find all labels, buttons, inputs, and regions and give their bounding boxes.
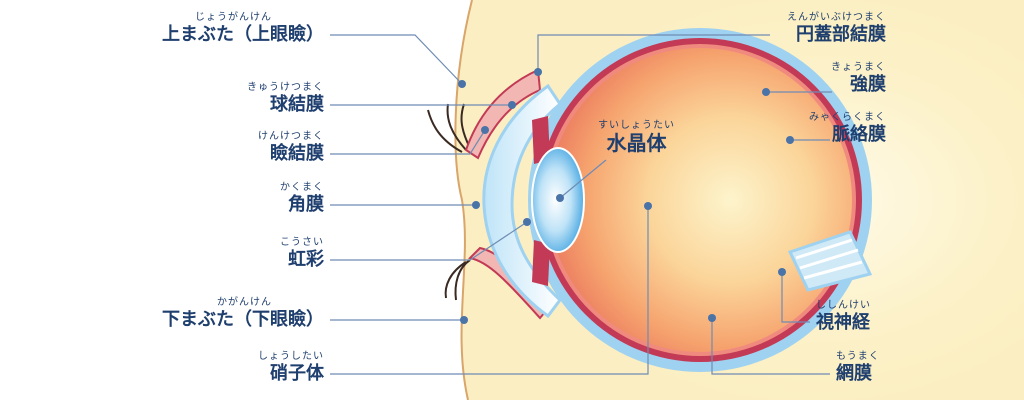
- label-lens-text: 水晶体: [606, 131, 667, 155]
- label-choroid: みゃくらくまく 脈絡膜: [809, 112, 886, 146]
- label-lower-eyelid-text: 下まぶた（下眼瞼）: [162, 309, 324, 330]
- leader-lines: [330, 34, 832, 375]
- dot-palpebral-conjunctiva: [481, 126, 489, 134]
- iris-shape-lower: [532, 240, 550, 286]
- dot-retina: [708, 314, 716, 322]
- label-ciliary-conjunctiva-text: 円蓋部結膜: [796, 24, 886, 45]
- leader-dots: [458, 68, 794, 324]
- dot-iris: [523, 218, 531, 226]
- dot-optic-nerve: [778, 268, 786, 276]
- dot-upper-eyelid: [458, 80, 466, 88]
- label-bulbar-conjunctiva-text: 球結膜: [270, 94, 324, 115]
- leader-ciliary-conjunctiva: [537, 34, 770, 72]
- leader-retina: [711, 318, 830, 375]
- label-lower-eyelid-reading: かがんけん: [217, 297, 272, 308]
- upper-eyelash: [427, 109, 463, 153]
- label-upper-eyelid-text: 上まぶた（上眼瞼）: [162, 24, 324, 45]
- label-lens-reading: すいしょうたい: [598, 120, 675, 131]
- dot-ciliary-conjunctiva: [534, 68, 542, 76]
- dot-lower-eyelid: [460, 316, 468, 324]
- leader-vitreous: [330, 206, 649, 375]
- label-iris-reading: こうさい: [280, 237, 324, 248]
- label-palpebral-conjunctiva-text: 瞼結膜: [270, 143, 324, 164]
- label-iris-text: 虹彩: [288, 249, 324, 270]
- label-optic-nerve-text: 視神経: [816, 312, 870, 333]
- label-lower-eyelid: かがんけん 下まぶた（下眼瞼）: [162, 297, 324, 331]
- dot-sclera: [762, 88, 770, 96]
- label-ciliary-conjunctiva: えんがいぶけつまく 円蓋部結膜: [787, 12, 886, 46]
- label-choroid-text: 脈絡膜: [832, 124, 886, 145]
- leader-lens: [559, 159, 607, 199]
- label-cornea-text: 角膜: [288, 194, 324, 215]
- optic-nerve-shape: [787, 230, 873, 292]
- lower-eyelash: [454, 259, 471, 301]
- leader-upper-eyelid: [330, 34, 463, 85]
- label-cornea-reading: かくまく: [280, 182, 324, 193]
- cornea-shape: [482, 83, 563, 319]
- label-palpebral-conjunctiva-reading: けんけつまく: [258, 131, 324, 142]
- label-sclera-reading: きょうまく: [831, 62, 886, 73]
- dot-vitreous: [644, 202, 652, 210]
- dot-bulbar-conjunctiva: [508, 101, 516, 109]
- upper-eyelash-2: [446, 103, 467, 151]
- upper-eyelid-shape: [464, 68, 542, 160]
- label-retina: もうまく 網膜: [836, 351, 880, 385]
- face-skin-edge: [454, 0, 473, 401]
- vitreous-body: [548, 48, 852, 352]
- dot-lens: [556, 194, 564, 202]
- label-vitreous: しょうしたい 硝子体: [258, 351, 324, 385]
- label-iris: こうさい 虹彩: [280, 237, 324, 271]
- label-bulbar-conjunctiva: きゅうけつまく 球結膜: [247, 82, 324, 116]
- label-sclera-text: 強膜: [850, 74, 886, 95]
- iris-shape: [532, 116, 550, 164]
- label-retina-text: 網膜: [836, 363, 872, 384]
- label-lens: すいしょうたい 水晶体: [598, 120, 675, 154]
- label-optic-nerve: ししんけい 視神経: [816, 300, 871, 334]
- dot-cornea: [472, 201, 480, 209]
- label-retina-reading: もうまく: [836, 351, 880, 362]
- label-vitreous-text: 硝子体: [270, 363, 324, 384]
- dot-choroid: [786, 136, 794, 144]
- label-bulbar-conjunctiva-reading: きゅうけつまく: [247, 82, 324, 93]
- label-ciliary-conjunctiva-reading: えんがいぶけつまく: [787, 12, 886, 23]
- label-choroid-reading: みゃくらくまく: [809, 112, 886, 123]
- label-optic-nerve-reading: ししんけい: [816, 300, 871, 311]
- label-upper-eyelid-reading: じょうがんけん: [195, 12, 272, 23]
- label-upper-eyelid: じょうがんけん 上まぶた（上眼瞼）: [162, 12, 324, 46]
- leader-palpebral-conjunctiva: [330, 129, 486, 155]
- leader-optic-nerve: [781, 272, 810, 323]
- lower-eyelash-2: [444, 261, 467, 299]
- label-palpebral-conjunctiva: けんけつまく 瞼結膜: [258, 131, 324, 165]
- label-cornea: かくまく 角膜: [280, 182, 324, 216]
- label-vitreous-reading: しょうしたい: [258, 351, 324, 362]
- leader-iris: [330, 221, 528, 261]
- label-sclera: きょうまく 強膜: [831, 62, 886, 96]
